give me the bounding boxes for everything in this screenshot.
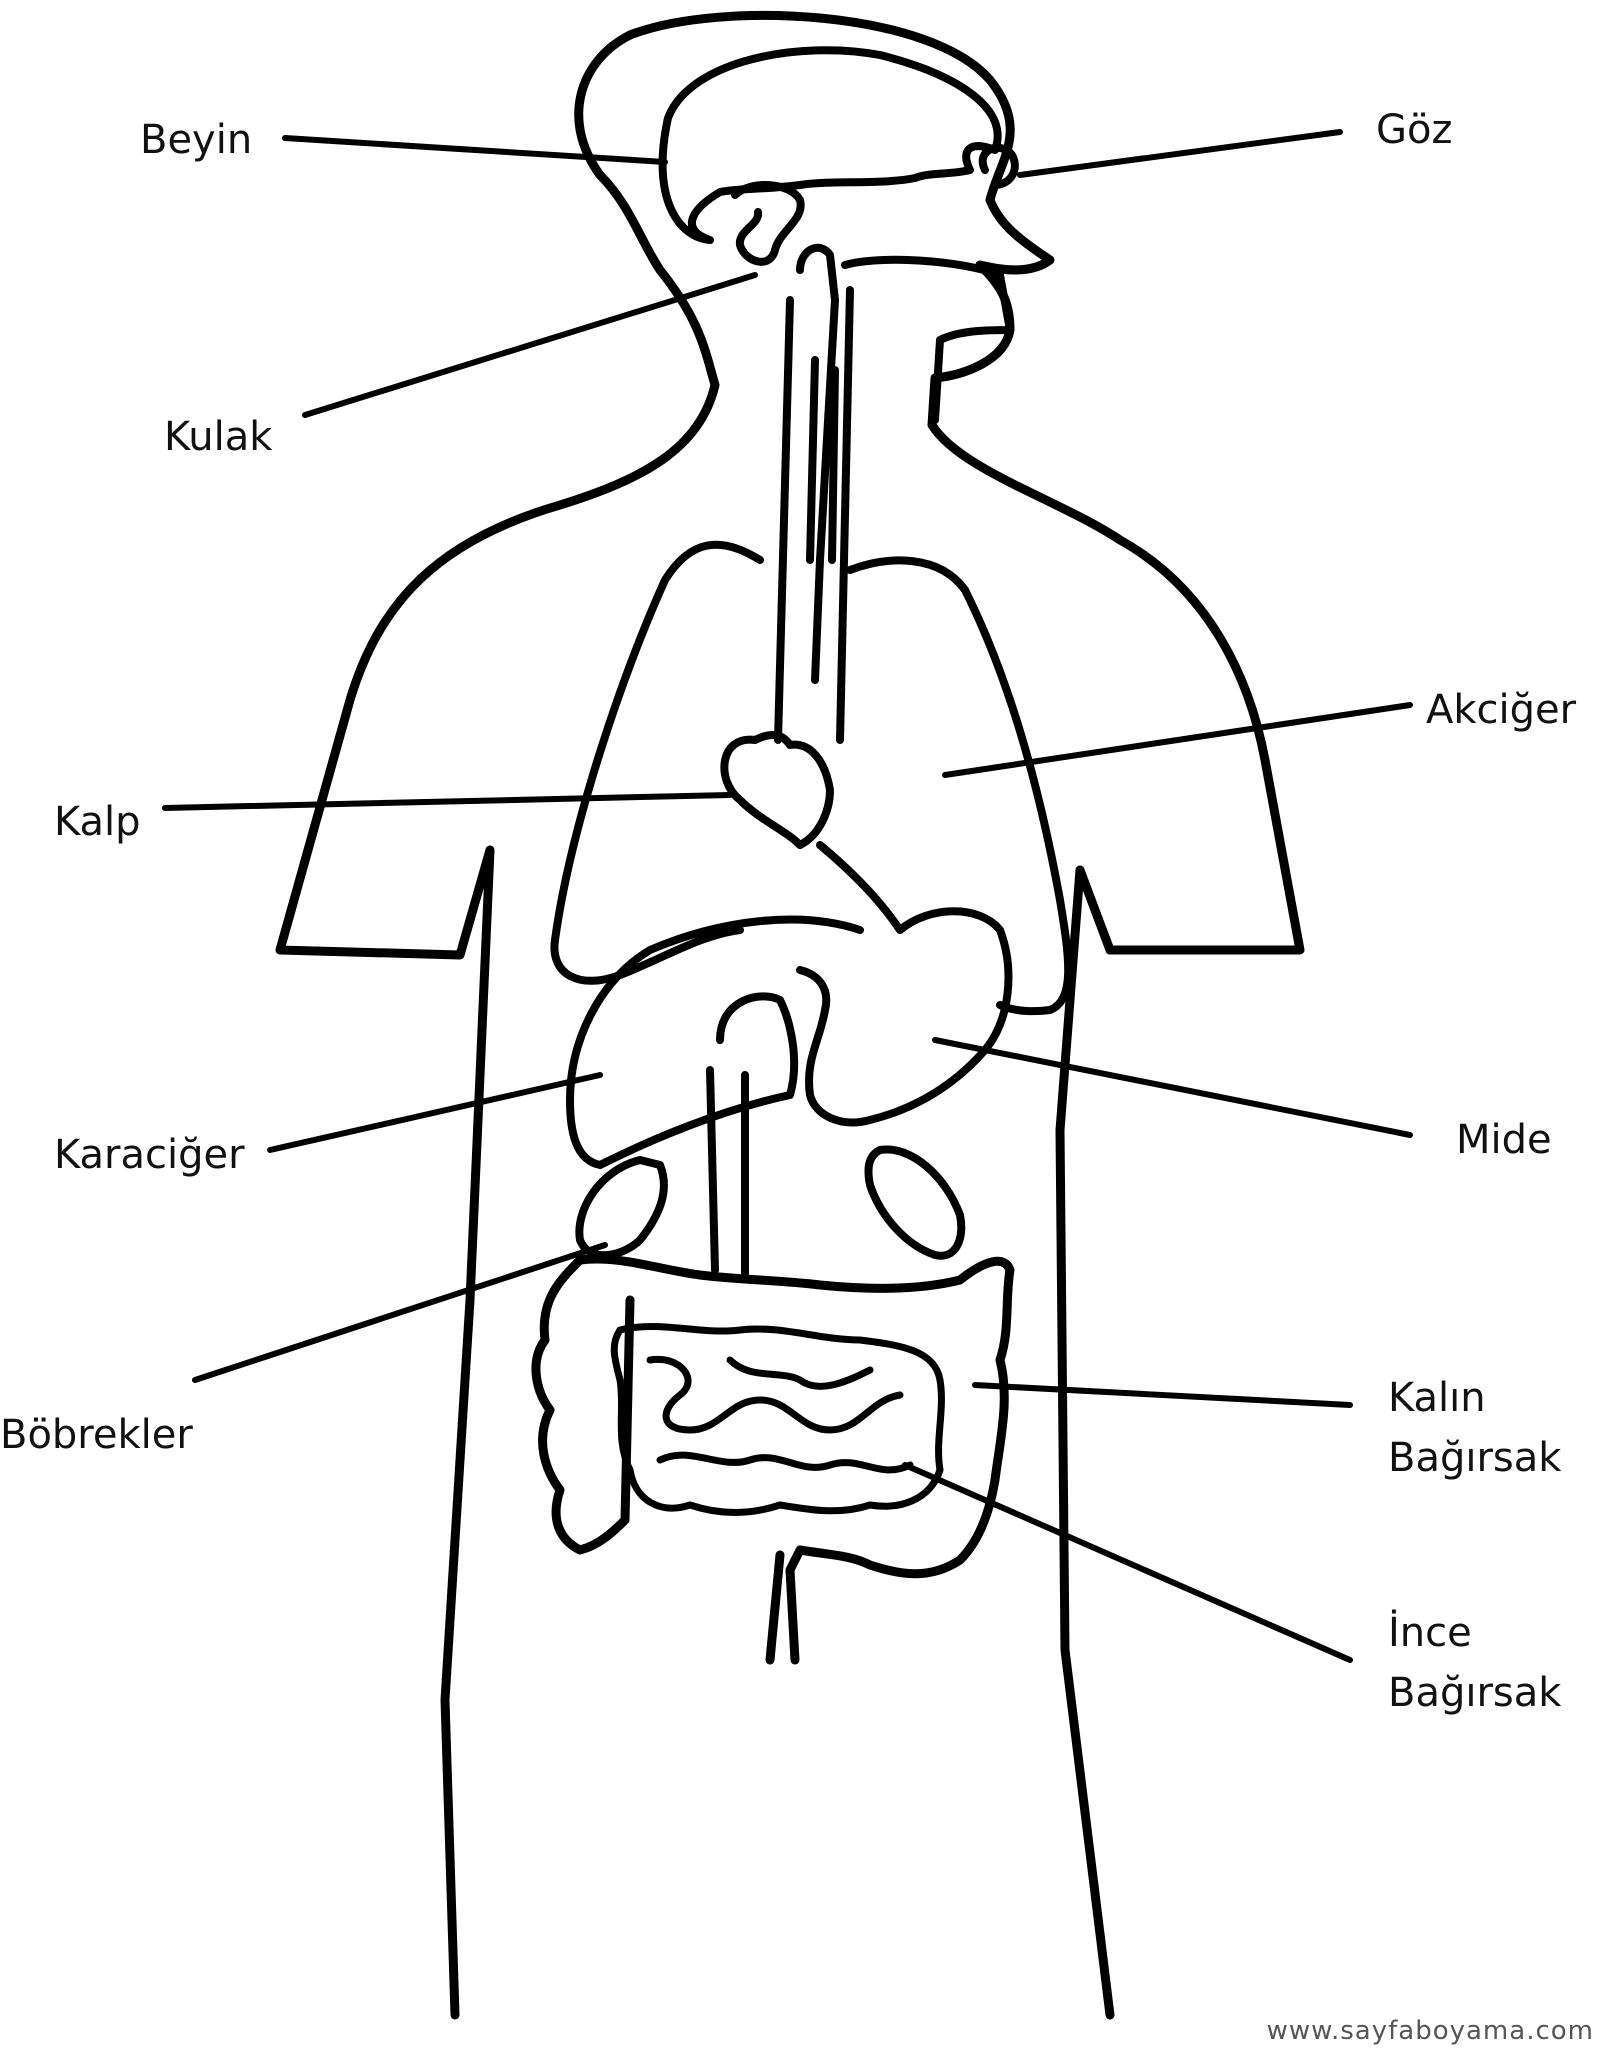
label-beyin: Beyin (140, 116, 252, 164)
small-intestine (614, 1326, 941, 1512)
label-goz: Göz (1376, 106, 1452, 154)
label-mide: Mide (1456, 1116, 1552, 1164)
leader-kulak (305, 275, 755, 415)
leader-mide (935, 1040, 1410, 1135)
leader-karaciger (270, 1075, 600, 1150)
label-ince-bagirsak: İnce Bağırsak (1388, 1603, 1561, 1723)
leader-kalp (165, 795, 730, 808)
aorta (710, 1070, 745, 1275)
leader-beyin (285, 138, 665, 162)
label-ince-line1: İnce (1388, 1603, 1561, 1663)
left-lung (554, 545, 760, 981)
label-akciger: Akciğer (1426, 686, 1576, 734)
label-kalin-line1: Kalın (1388, 1368, 1561, 1428)
stomach (800, 845, 1008, 1122)
label-kulak: Kulak (164, 413, 272, 461)
label-kalin-line2: Bağırsak (1388, 1428, 1561, 1488)
kidney-right (868, 1149, 961, 1255)
label-ince-line2: Bağırsak (1388, 1663, 1561, 1723)
label-bobrekler: Böbrekler (0, 1411, 193, 1459)
leader-goz (1020, 132, 1340, 175)
brain-outline (663, 50, 998, 240)
label-kalp: Kalp (54, 798, 141, 846)
label-karaciger: Karaciğer (54, 1131, 245, 1179)
leader-ince (905, 1465, 1350, 1660)
website-credit: www.sayfaboyama.com (1267, 2016, 1594, 2046)
label-kalin-bagirsak: Kalın Bağırsak (1388, 1368, 1561, 1488)
ear-inner (735, 185, 801, 262)
trachea-right (845, 260, 1010, 420)
body-left-outline (280, 35, 715, 2015)
leader-kalin (975, 1385, 1350, 1405)
kidney-left (579, 1160, 664, 1255)
heart (724, 735, 830, 845)
right-lung (850, 560, 1068, 1011)
